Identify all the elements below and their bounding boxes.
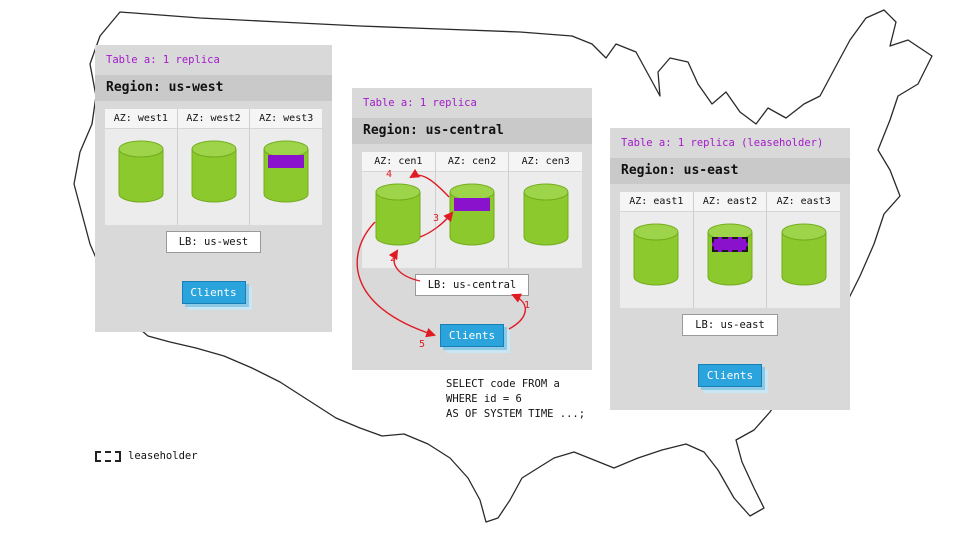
az-label: AZ: cen2 [435,152,509,172]
az-east3: AZ: east3 [767,192,841,308]
clients-node: Clients [440,324,504,347]
replica-range-marker [454,198,490,211]
az-container: AZ: west1 AZ: west2 AZ: west3 [105,109,323,225]
cylinder-icon [707,223,753,286]
database-cylinder [262,139,310,205]
region-panel-us-central: Table a: 1 replica Region: us-central AZ… [352,88,592,370]
database-cylinder [780,222,828,288]
az-east1: AZ: east1 [620,192,694,308]
table-replica-label: Table a: 1 replica [363,97,477,109]
cylinder-icon [523,183,569,246]
az-label: AZ: cen1 [362,152,435,172]
az-west2: AZ: west2 [177,109,251,225]
table-replica-label: Table a: 1 replica (leaseholder) [621,137,824,149]
cylinder-icon [449,183,495,246]
clients-node: Clients [181,281,246,304]
region-title: Region: us-east [610,158,850,184]
az-east2: AZ: east2 [693,192,768,308]
replica-range-marker [268,155,305,168]
cylinder-icon [191,140,236,203]
leaseholder-swatch-icon [95,450,121,462]
cylinder-icon [263,140,309,203]
sql-line: WHERE id = 6 [446,393,522,405]
az-label: AZ: east3 [767,192,841,212]
legend-label: leaseholder [128,450,198,462]
az-cen3: AZ: cen3 [509,152,583,268]
database-cylinder [190,139,238,205]
sql-query-note: SELECT code FROM a WHERE id = 6 AS OF SY… [437,370,601,429]
cylinder-icon [633,223,679,286]
database-cylinder [374,182,422,248]
az-label: AZ: west3 [250,109,323,129]
leaseholder-legend: leaseholder [95,450,198,462]
sql-line: AS OF SYSTEM TIME ...; [446,408,586,420]
az-cen2: AZ: cen2 [435,152,510,268]
az-label: AZ: west1 [105,109,177,129]
az-label: AZ: cen3 [509,152,583,172]
cylinder-icon [118,140,164,203]
database-cylinder [448,182,496,248]
clients-node: Clients [698,364,762,387]
az-west3: AZ: west3 [250,109,323,225]
database-cylinder [117,139,165,205]
region-title: Region: us-central [352,118,592,144]
load-balancer: LB: us-east [682,314,778,336]
load-balancer: LB: us-central [414,274,530,296]
cylinder-icon [375,183,421,246]
leaseholder-range-marker [712,237,748,252]
az-container: AZ: cen1 AZ: cen2 AZ: cen3 [362,152,583,268]
az-container: AZ: east1 AZ: east2 AZ: east3 [620,192,841,308]
az-west1: AZ: west1 [105,109,178,225]
az-label: AZ: west2 [177,109,250,129]
sql-line: SELECT code FROM a [446,378,560,390]
az-cen1: AZ: cen1 [362,152,436,268]
az-label: AZ: east1 [620,192,693,212]
region-panel-us-east: Table a: 1 replica (leaseholder) Region:… [610,128,850,410]
table-replica-label: Table a: 1 replica [106,54,220,66]
az-label: AZ: east2 [693,192,767,212]
load-balancer: LB: us-west [165,231,262,253]
database-cylinder [706,222,754,288]
database-cylinder [522,182,570,248]
region-title: Region: us-west [95,75,332,101]
cylinder-icon [781,223,827,286]
region-panel-us-west: Table a: 1 replica Region: us-west AZ: w… [95,45,332,332]
database-cylinder [632,222,680,288]
